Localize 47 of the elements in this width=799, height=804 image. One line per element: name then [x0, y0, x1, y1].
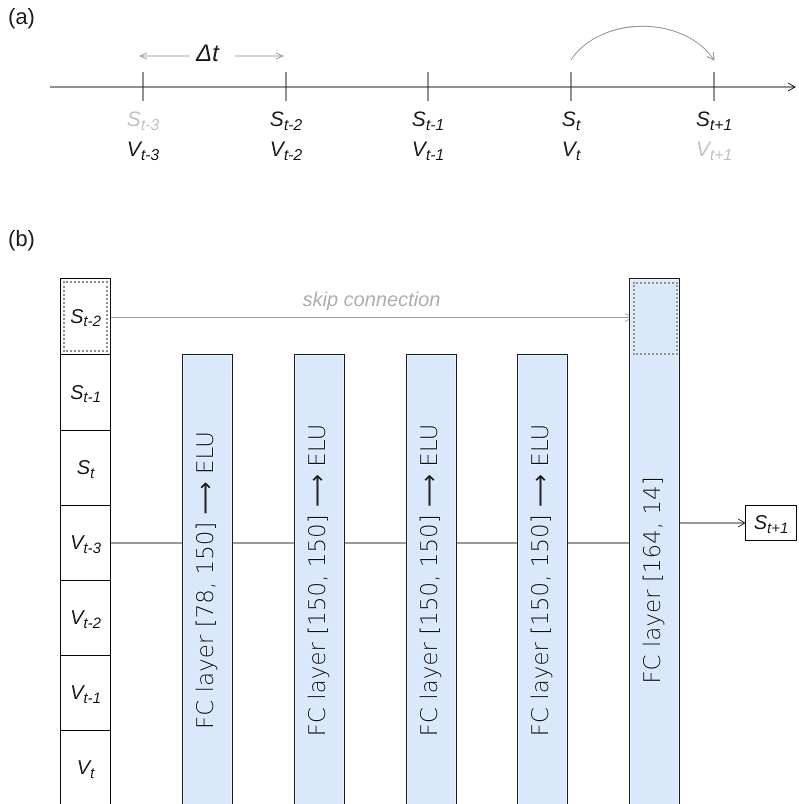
connector-line	[110, 542, 182, 544]
output-box	[745, 505, 797, 541]
layer-bar	[182, 354, 233, 804]
node-label: S$_{t-2}$	[70, 306, 101, 326]
connector-line	[568, 542, 630, 544]
layer-bar	[629, 278, 680, 804]
time-step-label: V$_{t+1}$	[696, 138, 732, 162]
input-cell	[60, 655, 111, 731]
input-cell	[60, 505, 111, 581]
panel-label: (a)	[8, 6, 35, 28]
arrow	[570, 26, 714, 60]
node-label: V$_{t-3}$	[70, 533, 101, 553]
node-label: S$_{t}$	[76, 458, 94, 478]
node-label: V$_{t-1}$	[70, 683, 101, 703]
time-step-label: V$_{t-3}$	[126, 138, 160, 162]
layer-label: FC layer [150, 150] ⟶ ELU	[528, 424, 554, 736]
layer-bar	[406, 354, 457, 804]
node-label: V$_{t}$	[76, 758, 94, 778]
time-step-label: S$_{t+1}$	[696, 108, 732, 132]
time-step-label: S$_{t-3}$	[126, 108, 160, 132]
input-cell	[60, 430, 111, 506]
time-step-label: S$_{t-2}$	[270, 108, 302, 132]
node-label: V$_{t-2}$	[70, 608, 101, 628]
node-label: S$_{t+1}$	[754, 513, 788, 533]
interval-label: Δt	[196, 42, 219, 66]
layer-label: FC layer [150, 150] ⟶ ELU	[416, 424, 442, 736]
layer-label: FC layer [164, 14]	[640, 476, 666, 684]
time-step-label: S$_{t-1}$	[412, 108, 444, 132]
time-step-label: S$_{t}$	[562, 108, 580, 132]
panel-label: (b)	[8, 228, 35, 250]
input-cell	[60, 730, 111, 804]
layer-bar	[517, 354, 568, 804]
input-cell	[60, 278, 111, 355]
node-label: S$_{t-1}$	[70, 382, 101, 402]
time-step-label: V$_{t-1}$	[412, 138, 444, 162]
input-cell	[60, 354, 111, 431]
layer-label: FC layer [150, 150] ⟶ ELU	[304, 424, 330, 736]
layer-label: FC layer [78, 150] ⟶ ELU	[192, 431, 218, 729]
time-step-label: V$_{t}$	[562, 138, 580, 162]
dotted-region	[633, 282, 678, 355]
connector-line	[456, 542, 518, 544]
layer-bar	[294, 354, 345, 804]
time-step-label: V$_{t-2}$	[270, 138, 302, 162]
connector-line	[232, 542, 294, 544]
input-cell	[60, 580, 111, 656]
connector-line	[344, 542, 406, 544]
arrow	[680, 518, 746, 528]
